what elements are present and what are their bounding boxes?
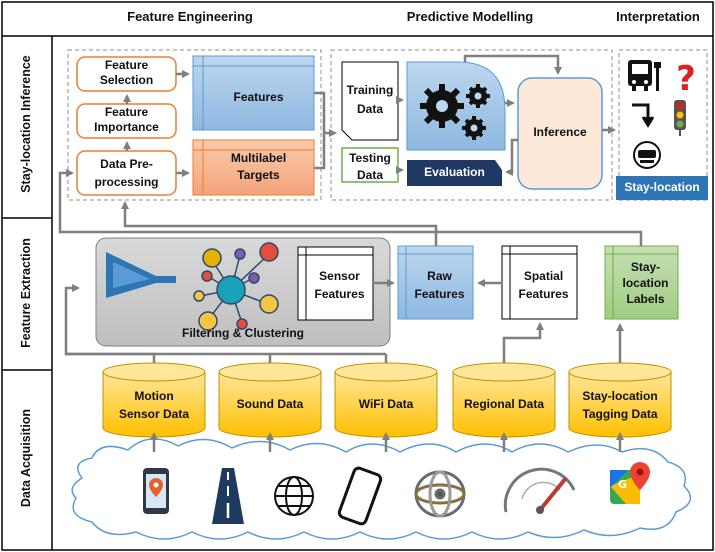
inference-box <box>517 77 603 190</box>
spatial-features-box <box>501 245 578 320</box>
header-predictive-modelling: Predictive Modelling <box>406 9 534 24</box>
car-traffic-icon <box>633 141 661 169</box>
stay-location-tagging-data-cylinder <box>568 362 672 438</box>
row-label-data-acquisition: Data Acquisition <box>19 408 33 508</box>
question-mark-icon: ? <box>676 59 696 99</box>
sensor-features-box <box>297 246 374 321</box>
filtering-clustering-label: Filtering & Clustering <box>181 326 304 340</box>
svg-text:?: ? <box>676 59 696 99</box>
evaluation-label: Evaluation <box>424 165 485 179</box>
road-icon <box>212 468 244 524</box>
evaluation-box <box>407 160 502 186</box>
svg-text:G: G <box>618 478 627 491</box>
flow-arrows <box>58 54 643 452</box>
regional-data-label: Regional Data <box>463 397 544 411</box>
speedometer-icon <box>503 467 576 514</box>
wifi-data-cylinder <box>334 362 438 438</box>
features-label: Features <box>233 90 284 104</box>
row-label-stay-location-inference: Stay-location Inference <box>19 55 33 193</box>
testing-data-doc <box>341 147 399 183</box>
funnel-icon <box>106 252 176 298</box>
bus-icon <box>628 60 661 91</box>
motion-sensor-data-cylinder <box>102 362 206 438</box>
header-feature-engineering: Feature Engineering <box>127 9 253 24</box>
features-box <box>192 55 315 131</box>
gyroscope-icon <box>414 470 466 518</box>
inference-label: Inference <box>533 125 587 139</box>
wifi-data-label: WiFi Data <box>358 397 414 411</box>
predictive-modelling-group <box>330 49 613 201</box>
turn-arrow-icon <box>632 103 655 128</box>
stay-location-box <box>616 176 708 200</box>
header-interpretation: Interpretation <box>616 9 700 24</box>
cluster-icon <box>193 242 279 331</box>
data-preprocessing-label: Data Pre-processing <box>94 157 159 190</box>
gears-icon <box>420 84 490 140</box>
sound-data-label: Sound Data <box>236 397 304 411</box>
multilabel-targets-box <box>192 139 315 196</box>
traffic-light-icon <box>674 100 686 136</box>
raw-features-box <box>397 245 474 320</box>
feature-engineering-group <box>67 49 322 201</box>
stay-location-label: Stay-location <box>624 180 700 194</box>
training-data-doc <box>341 61 399 141</box>
smartphone-icon <box>337 466 383 526</box>
globe-icon <box>274 476 314 516</box>
map-pin-phone-icon <box>143 468 169 514</box>
google-maps-icon: G <box>610 462 650 504</box>
row-label-feature-extraction: Feature Extraction <box>19 238 33 348</box>
